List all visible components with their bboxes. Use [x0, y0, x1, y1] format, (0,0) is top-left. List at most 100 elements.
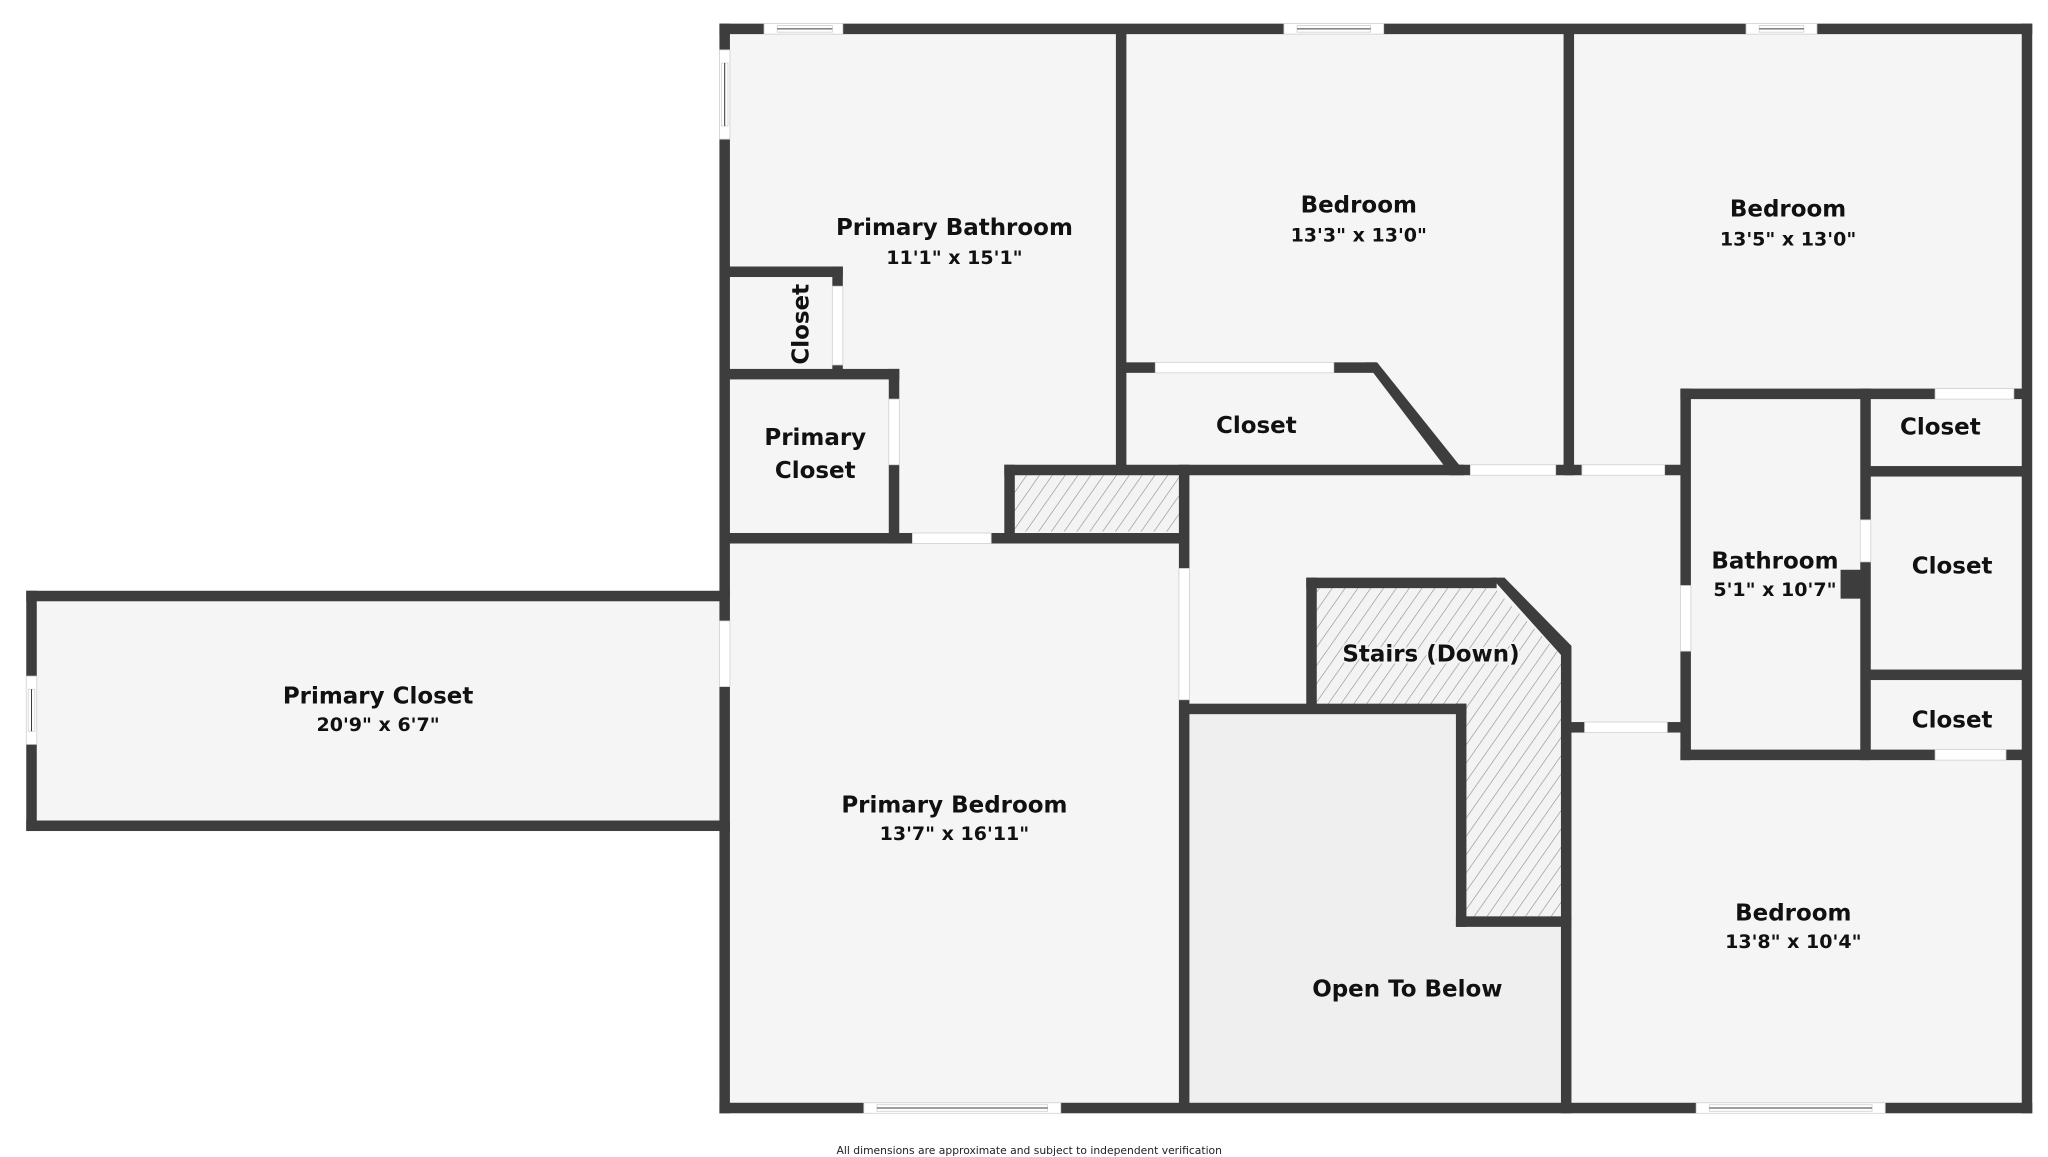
window-top-bedroom-1 [1283, 23, 1385, 35]
room-closet-right-top: Closet [1898, 413, 1983, 443]
wall-hall-top-a [1449, 464, 1471, 476]
room-name-line2: Closet [775, 458, 856, 484]
window-left-long-closet [25, 675, 38, 745]
wall-small-closet-bottom [724, 368, 900, 380]
room-name: Stairs (Down) [1342, 642, 1519, 668]
opening-primary-closet [888, 398, 900, 466]
room-open-to-below: Open To Below [1310, 974, 1504, 1004]
wall-stairs-left [1306, 577, 1317, 709]
room-dimensions: 11'1" x 15'1" [886, 247, 1022, 269]
room-dimensions: 20'9" x 6'7" [317, 714, 440, 736]
wall-closet-long-right [719, 590, 730, 832]
wall-small-closet-top [724, 266, 843, 278]
wall-stairs-diagonal [1491, 577, 1572, 657]
wall-bath-top [1680, 388, 2027, 400]
room-dimensions: 5'1" x 10'7" [1713, 579, 1836, 601]
room-labels: Primary Bathroom 11'1" x 15'1" Bedroom 1… [281, 191, 1995, 1005]
room-name: Bedroom [1301, 193, 1417, 219]
room-name: Closet [1216, 413, 1297, 439]
room-primary-closet-long: Primary Closet 20'9" x 6'7" [281, 682, 475, 739]
wall-bath-right-upper [1860, 388, 1871, 520]
room-dimensions: 13'8" x 10'4" [1725, 931, 1861, 953]
opening-bed3 [1584, 721, 1668, 733]
wall-closet-long-bottom [26, 820, 725, 832]
wall-chase-top-hall [1004, 464, 1464, 476]
open-to-below-floor [1189, 714, 1563, 1103]
room-name-line1: Primary [764, 425, 866, 451]
wall-bed3-top-b [1667, 722, 1686, 733]
wall-left-upper [719, 23, 730, 597]
room-name: Bathroom [1711, 548, 1838, 574]
wall-chase-left [1004, 464, 1015, 539]
wall-stairs-right [1560, 645, 1572, 1114]
room-primary-bedroom: Primary Bedroom 13'7" x 16'11" [839, 791, 1069, 848]
opening-long-closet [719, 620, 731, 688]
opening-primary-bed [1178, 568, 1190, 701]
window-bottom-bedroom-3 [1695, 1102, 1886, 1114]
room-closet-right-middle: Closet [1910, 552, 1995, 582]
wall-bath-left-lower [1680, 651, 1691, 761]
wall-closet-rt-divider-2 [1865, 669, 2027, 681]
opening-primary-bath [912, 532, 992, 544]
room-bathroom: Bathroom 5'1" x 10'7" [1709, 546, 1840, 603]
room-closet-hall: Closet [1214, 411, 1299, 441]
room-dimensions: 13'5" x 13'0" [1720, 229, 1856, 251]
opening-hall-closet [1154, 361, 1335, 374]
opening-closet-rt-top [1934, 388, 2015, 400]
wall-hall-closet-top-right [1333, 362, 1376, 373]
room-bedroom-3: Bedroom 13'8" x 10'4" [1723, 898, 1863, 955]
room-name: Closet [1900, 415, 1981, 441]
stairs-hatch [1311, 588, 1563, 917]
room-name: Closet [1912, 554, 1993, 580]
room-name: Closet [1912, 707, 1993, 733]
wall-open-below-top [1184, 703, 1467, 715]
primary-closet-long-floor [31, 596, 725, 825]
wall-bed3-top-a [1566, 722, 1585, 733]
wall-right [2021, 23, 2033, 1114]
wall-bath-left-upper [1680, 388, 1691, 586]
wall-hall-top-b [1555, 464, 1582, 476]
room-name: Primary Bathroom [836, 215, 1073, 241]
wall-hall-closet-diagonal [1365, 362, 1462, 473]
wall-left-lower [719, 821, 730, 1114]
room-dimensions: 13'3" x 13'0" [1291, 225, 1427, 247]
wall-stairs-top [1306, 577, 1497, 589]
window-left-primary-bath [719, 49, 731, 140]
room-closet-right-bottom: Closet [1910, 705, 1995, 735]
opening-bed1 [1469, 464, 1557, 476]
footer-disclaimer: All dimensions are approximate and subje… [837, 1144, 1222, 1157]
wall-hall-closet-top-left [1121, 362, 1156, 373]
floor-fills [31, 28, 2029, 1109]
opening-bathroom [1680, 585, 1692, 652]
wall-bath-stub [1840, 569, 1865, 599]
room-name: Primary Bedroom [841, 793, 1067, 819]
opening-closet-rt-middle [1859, 519, 1872, 563]
room-primary-closet-small: Primary Closet [762, 423, 868, 486]
window-bottom-primary-bed [863, 1102, 1062, 1114]
wall-closet-long-top [26, 590, 725, 602]
wall-bottom [719, 1102, 2033, 1114]
door-openings [719, 285, 2015, 761]
room-stairs: Stairs (Down) [1340, 640, 1521, 670]
wall-hall-top-c [1664, 464, 1686, 476]
room-name: Primary Closet [283, 684, 474, 710]
room-dimensions: 13'7" x 16'11" [880, 823, 1030, 845]
room-name: Open To Below [1312, 976, 1502, 1002]
room-bedroom-2: Bedroom 13'5" x 13'0" [1718, 195, 1858, 253]
room-primary-bathroom: Primary Bathroom 11'1" x 15'1" [834, 213, 1075, 271]
room-name: Closet [789, 284, 815, 365]
window-top-primary-bath [763, 23, 844, 35]
wall-bed1-bed2 [1563, 28, 1575, 476]
opening-closet-rt-bottom [1934, 749, 2007, 761]
room-closet-small-vertical: Closet [787, 282, 817, 367]
opening-bed2 [1581, 464, 1666, 476]
wall-bath-right-lower [1860, 561, 1871, 761]
wall-stairs-inner [1455, 703, 1467, 927]
wall-primary-bed-right [1178, 464, 1190, 1109]
wall-bath-bottom [1680, 749, 2027, 761]
opening-small-closet [831, 285, 844, 366]
wall-bath-bed1 [1115, 28, 1127, 470]
room-name: Bedroom [1730, 197, 1846, 223]
room-name: Bedroom [1735, 900, 1851, 926]
